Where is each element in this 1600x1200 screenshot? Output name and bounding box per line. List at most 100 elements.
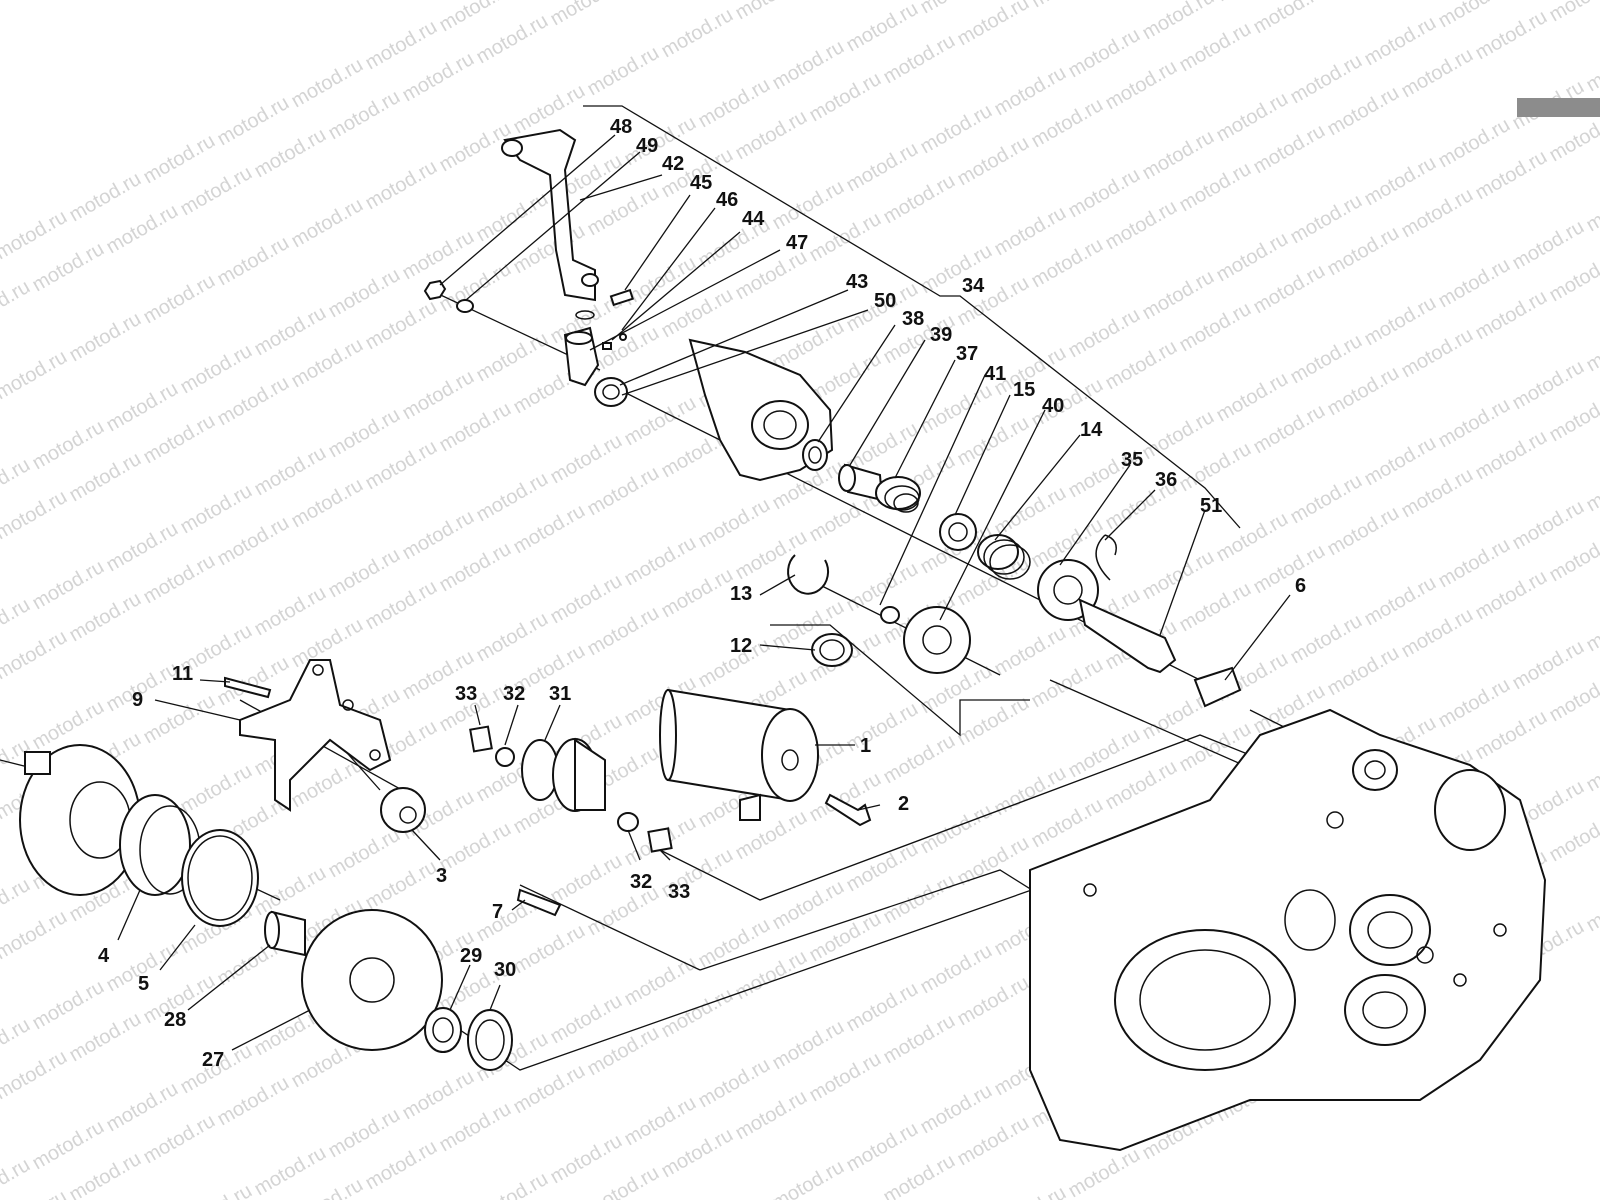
watermark-text: motod.ru (1139, 266, 1218, 325)
watermark-text: motod.ru (399, 1066, 478, 1125)
watermark-text: motod.ru (954, 132, 1033, 191)
watermark-text: motod.ru (584, 1162, 663, 1200)
watermark-text: motod.ru (1324, 642, 1403, 701)
watermark-text: motod.ru (1176, 18, 1255, 77)
watermark-text: motod.ru (769, 1016, 848, 1075)
watermark-text: motod.ru (547, 430, 626, 489)
watermark-text: motod.ru (806, 768, 885, 827)
callout-labels: 48 49 42 45 46 44 47 43 50 34 38 39 37 4… (98, 116, 1306, 1071)
watermark-text: motod.ru (251, 302, 330, 361)
watermark-text: motod.ru (917, 380, 996, 439)
watermark-text: motod.ru (251, 442, 330, 501)
watermark-text: motod.ru (917, 100, 996, 159)
watermark-text: motod.ru (1176, 158, 1255, 217)
callout-43: 43 (846, 271, 868, 293)
watermark-text: motod.ru (140, 550, 219, 609)
callout-37: 37 (956, 343, 978, 365)
watermark-text: motod.ru (1250, 120, 1329, 179)
watermark-text: motod.ru (0, 276, 34, 335)
watermark-text: motod.ru (251, 124, 330, 183)
callout-leaders (117, 134, 1291, 1051)
watermark-text: motod.ru (1583, 318, 1600, 377)
watermark-text: motod.ru (843, 1118, 922, 1177)
watermark-text: motod.ru (362, 576, 441, 635)
mount-plate (224, 659, 562, 917)
callout-11: 11 (172, 663, 193, 685)
watermark-text: motod.ru (1472, 566, 1551, 625)
watermark-text: motod.ru (1546, 528, 1600, 587)
watermark-text: motod.ru (1361, 292, 1440, 351)
watermark-text: motod.ru (954, 0, 1033, 50)
watermark-text: motod.ru (695, 74, 774, 133)
watermark-text: motod.ru (362, 156, 441, 215)
watermark-text: motod.ru (1583, 598, 1600, 657)
watermark-text: motod.ru (1102, 56, 1181, 115)
callout-2: 2 (898, 793, 909, 815)
watermark-text: motod.ru (1287, 190, 1366, 249)
watermark-text: motod.ru (695, 914, 774, 973)
watermark-text: motod.ru (917, 1080, 996, 1139)
watermark-text: motod.ru (1509, 636, 1588, 695)
watermark-text: motod.ru (1102, 196, 1181, 255)
watermark-text: motod.ru (29, 976, 108, 1035)
watermark-text: motod.ru (29, 556, 108, 615)
watermark-text: motod.ru (399, 48, 478, 107)
watermark-text: motod.ru (288, 194, 367, 253)
watermark-text: motod.ru (843, 978, 922, 1037)
kick-shaft-boss (563, 326, 628, 407)
watermark-text: motod.ru (1361, 12, 1440, 71)
watermark-text: motod.ru (880, 1150, 959, 1200)
callout-5: 5 (138, 973, 149, 995)
watermark-text: motod.ru (399, 366, 478, 425)
watermark-text: motod.ru (66, 1008, 145, 1067)
watermark-text: motod.ru (0, 1154, 34, 1200)
watermark-text: motod.ru (1583, 38, 1600, 97)
kickstart-lever (501, 128, 635, 320)
callout-49: 49 (636, 135, 658, 157)
watermark-text: motod.ru (1398, 464, 1477, 523)
watermark-text: motod.ru (1435, 534, 1514, 593)
watermark-text: motod.ru (177, 162, 256, 221)
callout-45: 45 (690, 172, 712, 194)
watermark-text: motod.ru (621, 952, 700, 1011)
watermark-text: motod.ru (806, 1048, 885, 1107)
watermark-text: motod.ru (325, 824, 404, 883)
watermark-text: motod.ru (1250, 0, 1329, 38)
watermark-text: motod.ru (214, 232, 293, 291)
watermark-text: motod.ru (325, 264, 404, 323)
watermark-text: motod.ru (473, 10, 552, 69)
watermark-text: motod.ru (1250, 260, 1329, 319)
watermark-text: motod.ru (29, 1116, 108, 1175)
watermark-text: motod.ru (325, 404, 404, 463)
watermark-text: motod.ru (510, 920, 589, 979)
watermark-text: motod.ru (621, 252, 700, 311)
watermark-text: motod.ru (658, 1124, 737, 1183)
watermark-text: motod.ru (362, 16, 441, 75)
watermark-text: motod.ru (1361, 152, 1440, 211)
callout-4: 4 (98, 945, 110, 967)
watermark-text: motod.ru (1546, 668, 1600, 727)
watermark-text: motod.ru (621, 112, 700, 171)
callout-7: 7 (492, 901, 503, 923)
watermark-text: motod.ru (325, 544, 404, 603)
callout-30: 30 (494, 959, 516, 981)
callout-35: 35 (1121, 449, 1143, 471)
watermark-text: motod.ru (1139, 546, 1218, 605)
watermark-text: motod.ru (621, 532, 700, 591)
watermark-text: motod.ru (1213, 368, 1292, 427)
watermark-text: motod.ru (103, 1078, 182, 1137)
watermark-text: motod.ru (1213, 88, 1292, 147)
watermark-text: motod.ru (1065, 1144, 1144, 1200)
watermark-text: motod.ru (954, 972, 1033, 1031)
callout-38: 38 (902, 308, 924, 330)
watermark-text: motod.ru (658, 4, 737, 63)
watermark-text: motod.ru (1176, 578, 1255, 637)
callout-39: 39 (930, 324, 952, 346)
watermark-text: motod.ru (1287, 470, 1366, 529)
callout-46: 46 (716, 189, 738, 211)
watermark-text: motod.ru (177, 480, 256, 539)
watermark-text: motod.ru (695, 494, 774, 553)
watermark-text: motod.ru (1028, 234, 1107, 293)
watermark-text: motod.ru (140, 690, 219, 749)
callout-34: 34 (962, 275, 985, 297)
